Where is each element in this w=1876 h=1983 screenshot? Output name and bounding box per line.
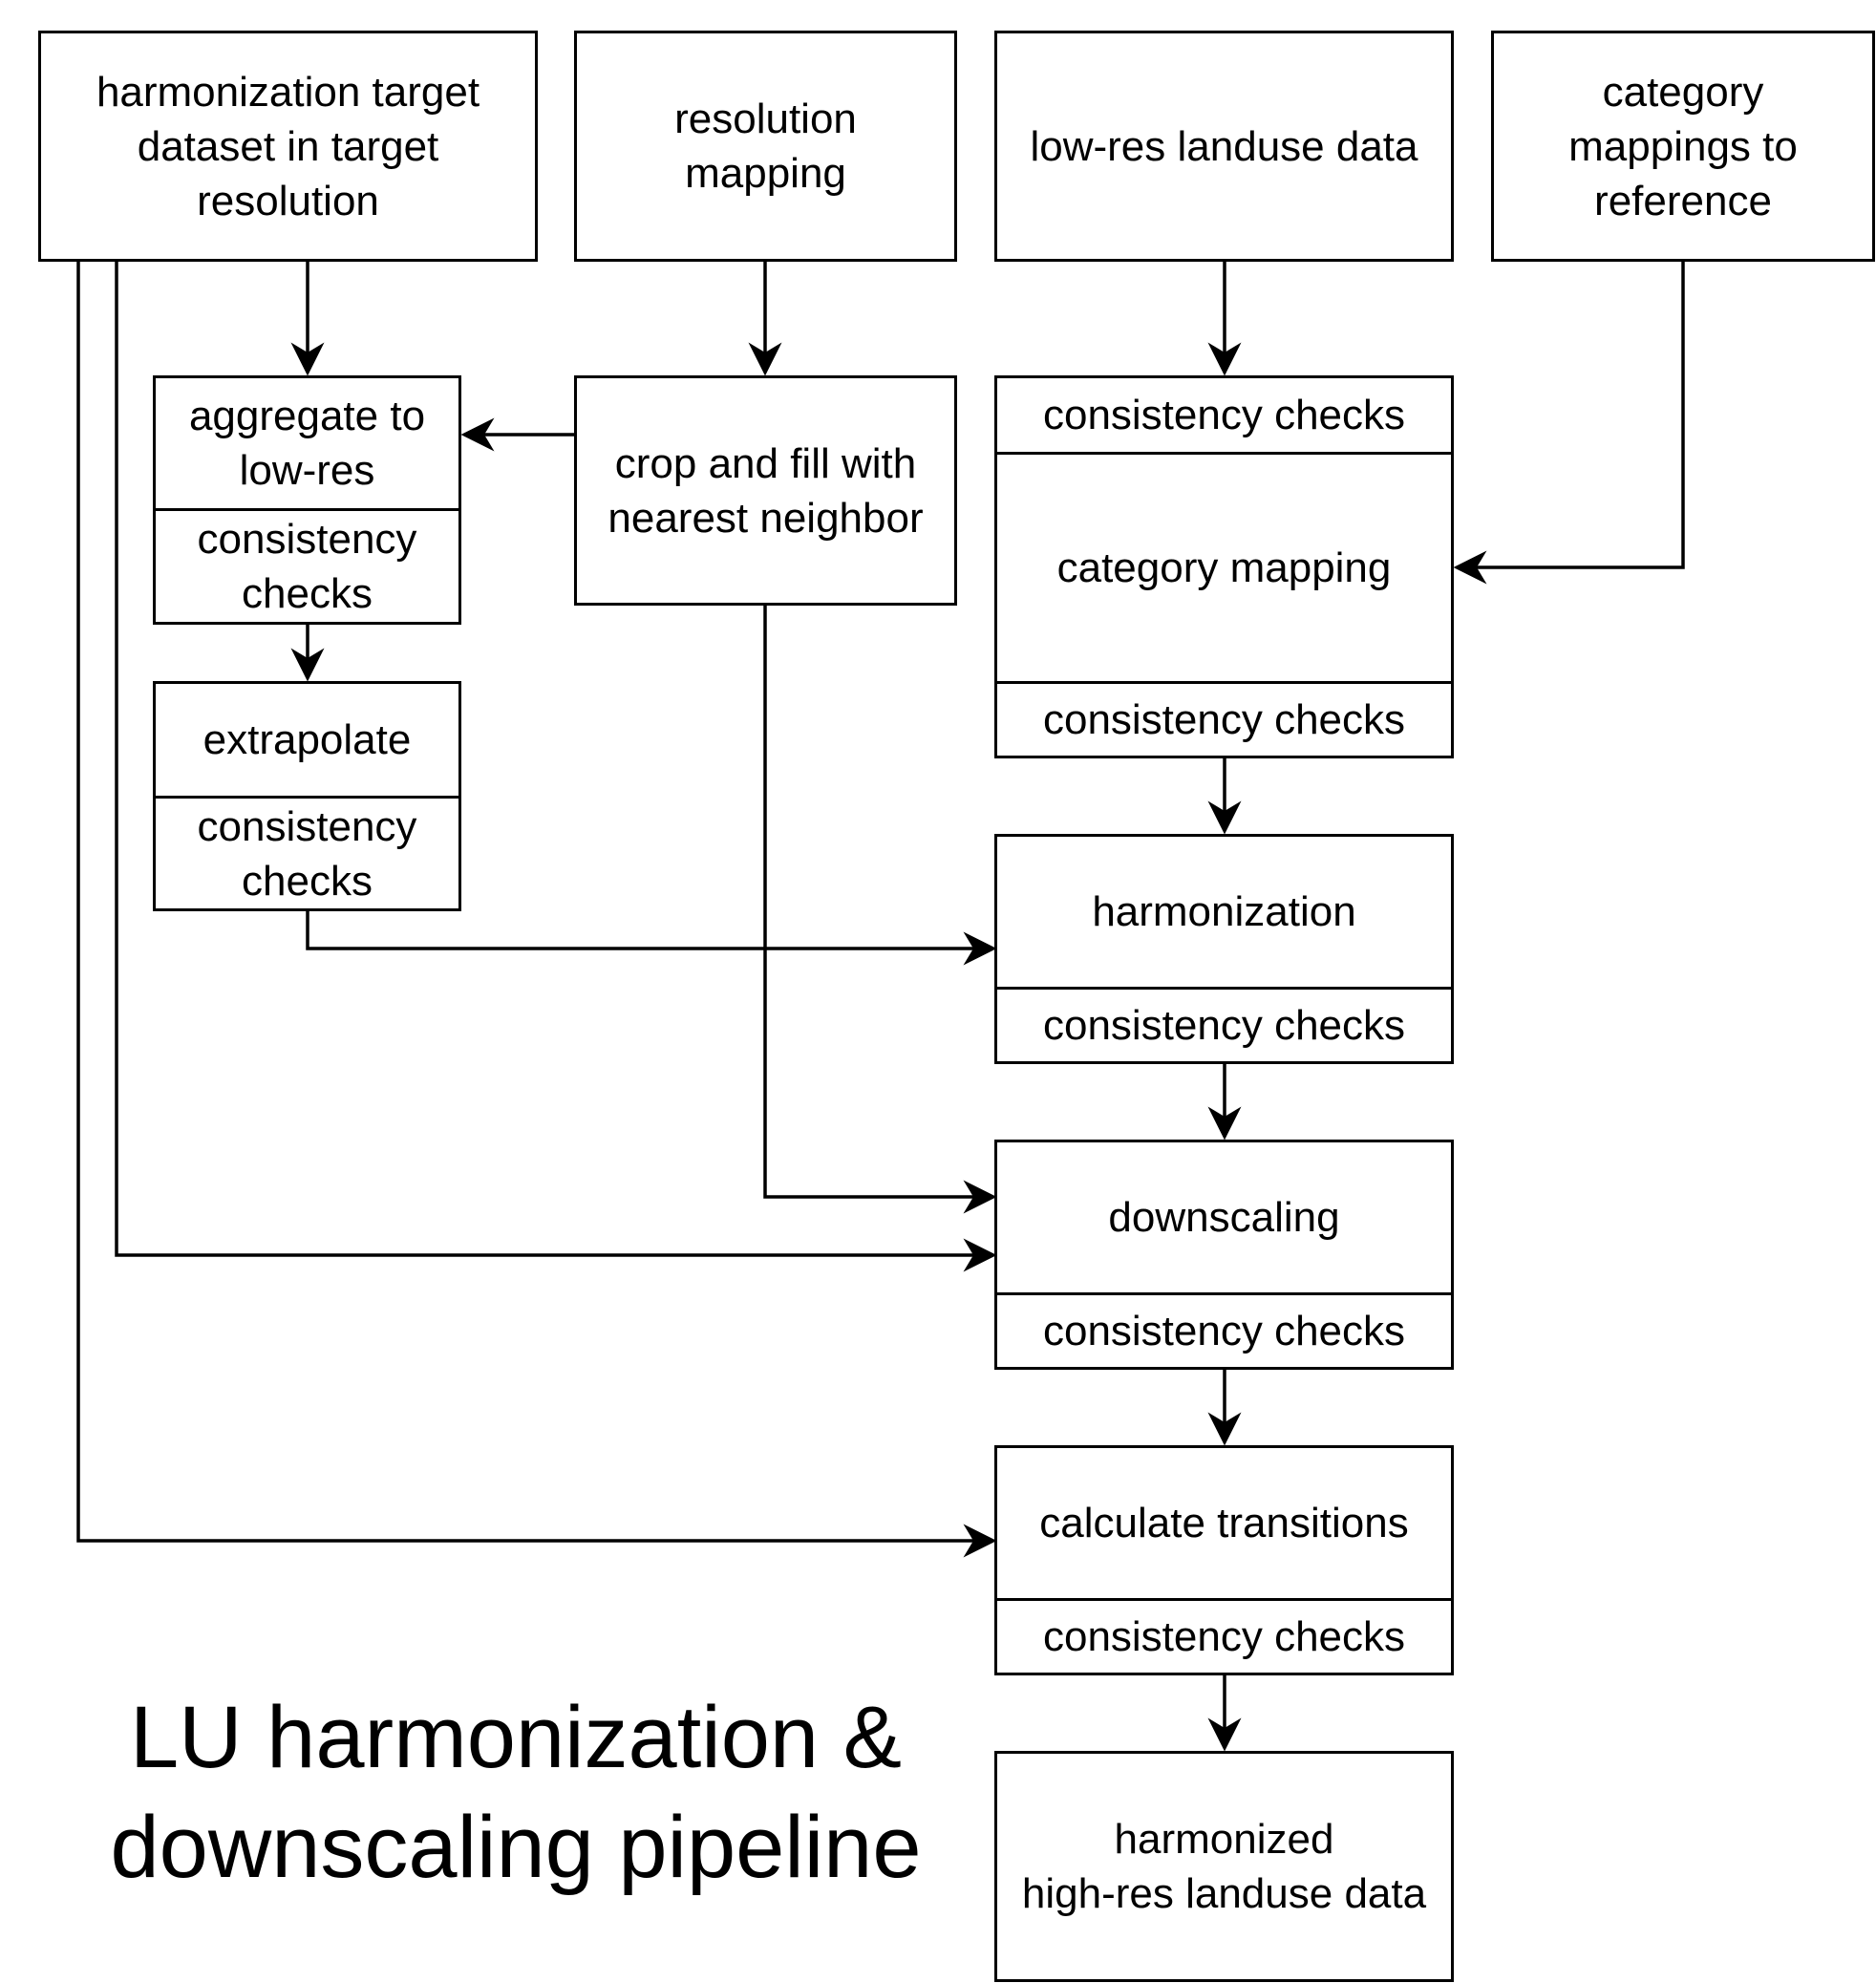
extrapolate-box: extrapolate	[153, 681, 461, 799]
category-mapping-box: category mapping	[994, 452, 1454, 684]
crop-fill-box: crop and fill with nearest neighbor	[574, 375, 957, 606]
aggregate-box: aggregate to low-res	[153, 375, 461, 511]
harmonization-checks-box: consistency checks	[994, 987, 1454, 1064]
output-box: harmonized high-res landuse data	[994, 1751, 1454, 1982]
downscaling-checks-box: consistency checks	[994, 1292, 1454, 1370]
lowres-checks-box: consistency checks	[994, 375, 1454, 455]
transitions-checks-box: consistency checks	[994, 1598, 1454, 1675]
category-mapping-checks-box: consistency checks	[994, 681, 1454, 758]
arrow-catmap-ref-to-mapping	[1453, 262, 1685, 585]
aggregate-checks-box: consistency checks	[153, 508, 461, 625]
downscaling-box: downscaling	[994, 1140, 1454, 1295]
diagram-title: LU harmonization & downscaling pipeline	[110, 1689, 922, 1896]
lowres-landuse-box: low-res landuse data	[994, 31, 1454, 262]
arrow-target-to-downscaling	[115, 262, 997, 1272]
transitions-box: calculate transitions	[994, 1445, 1454, 1601]
arrow-target-to-transitions	[76, 262, 997, 1558]
arrow-extrapolate-to-harmonization	[306, 911, 997, 966]
extrapolate-checks-box: consistency checks	[153, 796, 461, 911]
harmonization-box: harmonization	[994, 834, 1454, 990]
resolution-mapping-box: resolution mapping	[574, 31, 957, 262]
arrow-crop-to-downscaling	[763, 606, 997, 1214]
target-dataset-box: harmonization target dataset in target r…	[38, 31, 538, 262]
category-mappings-box: category mappings to reference	[1491, 31, 1875, 262]
